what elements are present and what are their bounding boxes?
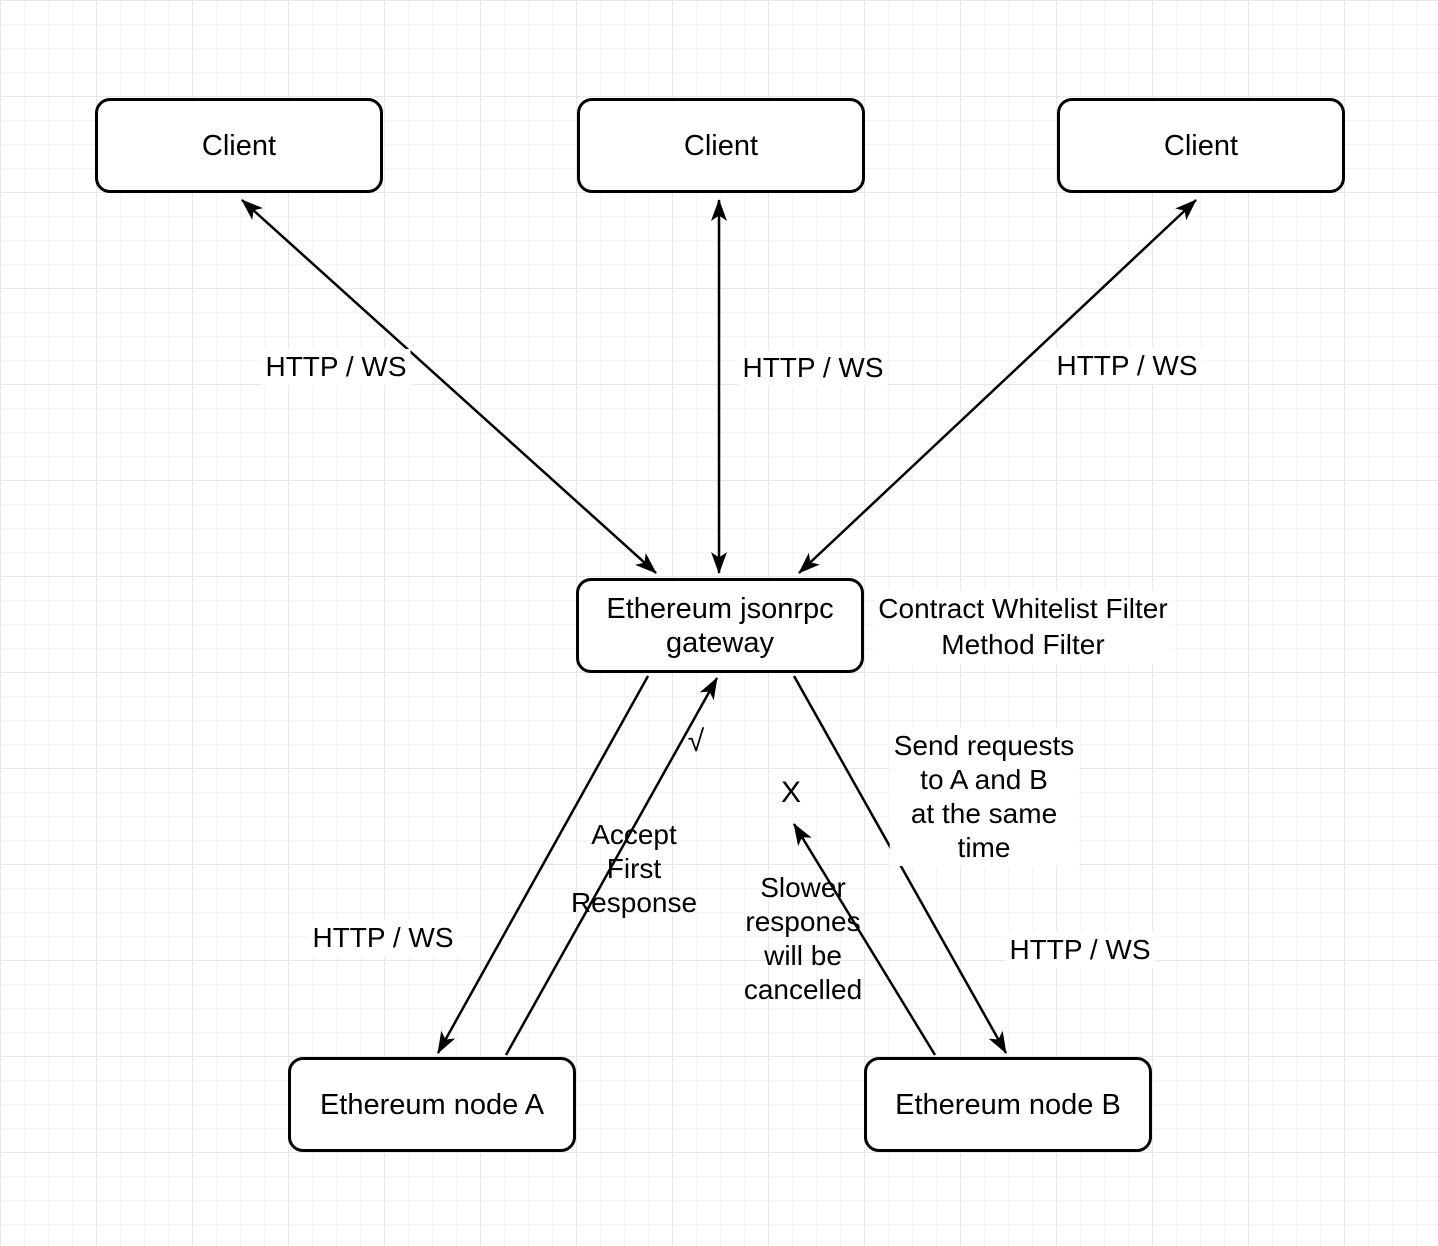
node-ethereum-a: Ethereum node A: [288, 1057, 576, 1152]
node-ethereum-b: Ethereum node B: [864, 1057, 1152, 1152]
node-client-left-label: Client: [201, 129, 277, 162]
node-client-left: Client: [95, 98, 383, 193]
edge-label-http-ws-right: HTTP / WS: [1052, 348, 1202, 384]
node-client-center-label: Client: [683, 129, 759, 162]
cancel-mark-icon: X: [780, 776, 802, 809]
node-gateway: Ethereum jsonrpc gateway: [576, 578, 864, 673]
node-ethereum-b-label: Ethereum node B: [895, 1088, 1121, 1121]
edge-node-a-gateway-response: [504, 677, 719, 1056]
node-client-right-label: Client: [1163, 129, 1239, 162]
check-mark-icon: √: [687, 725, 705, 758]
edge-gateway-node-a: [436, 675, 650, 1054]
annotation-accept-first-response: Accept First Response: [570, 819, 698, 918]
edge-label-http-ws-center: HTTP / WS: [738, 350, 888, 386]
edge-label-http-ws-left: HTTP / WS: [261, 349, 411, 385]
node-ethereum-a-label: Ethereum node A: [319, 1088, 545, 1121]
annotation-send-requests: Send requests to A and B at the same tim…: [889, 728, 1079, 866]
node-client-center: Client: [577, 98, 865, 193]
edge-client-right-gateway: [798, 199, 1197, 574]
annotation-slower-responses-cancelled: Slower respones will be cancelled: [743, 872, 863, 1005]
annotation-gateway-filters: Contract Whitelist Filter Method Filter: [874, 590, 1172, 664]
edge-label-http-ws-node-a: HTTP / WS: [308, 920, 458, 956]
node-gateway-label: Ethereum jsonrpc gateway: [606, 592, 834, 659]
node-client-right: Client: [1057, 98, 1345, 193]
edge-label-http-ws-node-b: HTTP / WS: [1005, 932, 1155, 968]
edge-node-b-cancelled-response: [792, 823, 937, 1056]
edge-client-left-gateway: [241, 199, 657, 574]
